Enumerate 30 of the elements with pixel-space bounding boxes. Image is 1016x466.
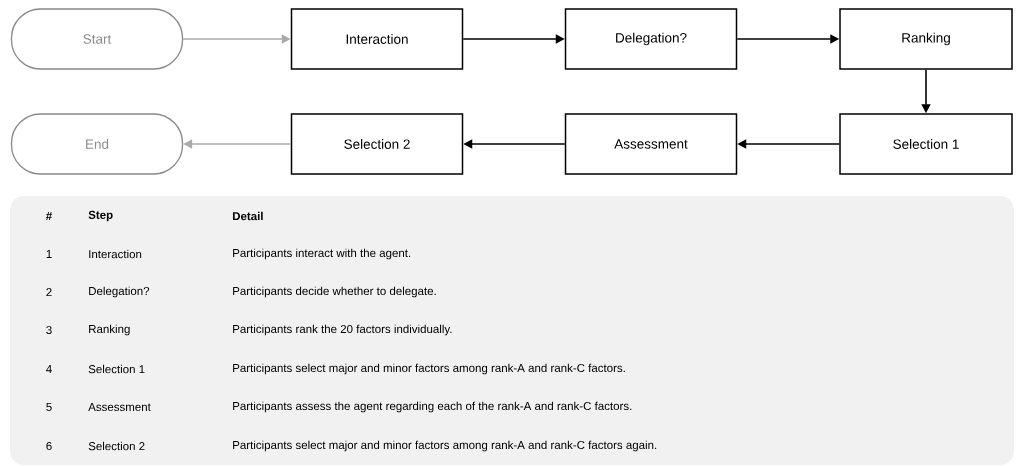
table-text: 3 xyxy=(46,325,52,335)
table-text: Interaction xyxy=(89,249,142,259)
table-text: 2 xyxy=(46,288,52,296)
table-header: # xyxy=(46,212,52,220)
table-text: Participants decide whether to delegate. xyxy=(233,286,436,298)
table-text: Selection 1 xyxy=(88,364,145,374)
process-box: Assessment xyxy=(564,113,738,175)
table-text: Participants rank the 20 factors individually. xyxy=(233,324,452,336)
table-text: Participants interact with the agent. xyxy=(233,248,411,260)
terminal-box: End xyxy=(10,113,184,175)
table-text: Participants assess the agent regarding each of the rank-A and rank-C factors. xyxy=(233,401,632,413)
table-text: 5 xyxy=(46,403,52,411)
table-text: 6 xyxy=(46,441,52,451)
process-box: Selection 1 xyxy=(839,113,1013,175)
table-text: Ranking xyxy=(89,324,130,336)
table-header: Step xyxy=(88,210,113,222)
table-text: 4 xyxy=(46,365,52,373)
table-text: Assessment xyxy=(88,403,151,411)
process-box: Selection 2 xyxy=(290,113,464,175)
table-text: Participants select major and minor factors among rank-A and rank-C factors. xyxy=(233,363,625,375)
table-text: Delegation? xyxy=(89,286,150,298)
process-box: Interaction xyxy=(290,8,464,70)
table-text: 1 xyxy=(46,250,52,258)
table-text: Participants select major and minor factors among rank-A and rank-C factors again. xyxy=(233,440,657,452)
arrow xyxy=(183,139,292,149)
terminal-box: Start xyxy=(10,8,184,70)
process-box: Delegation? xyxy=(564,8,738,70)
table-text: Selection 2 xyxy=(88,441,145,451)
process-box: Ranking xyxy=(839,8,1013,70)
table-header: Detail xyxy=(232,211,263,221)
